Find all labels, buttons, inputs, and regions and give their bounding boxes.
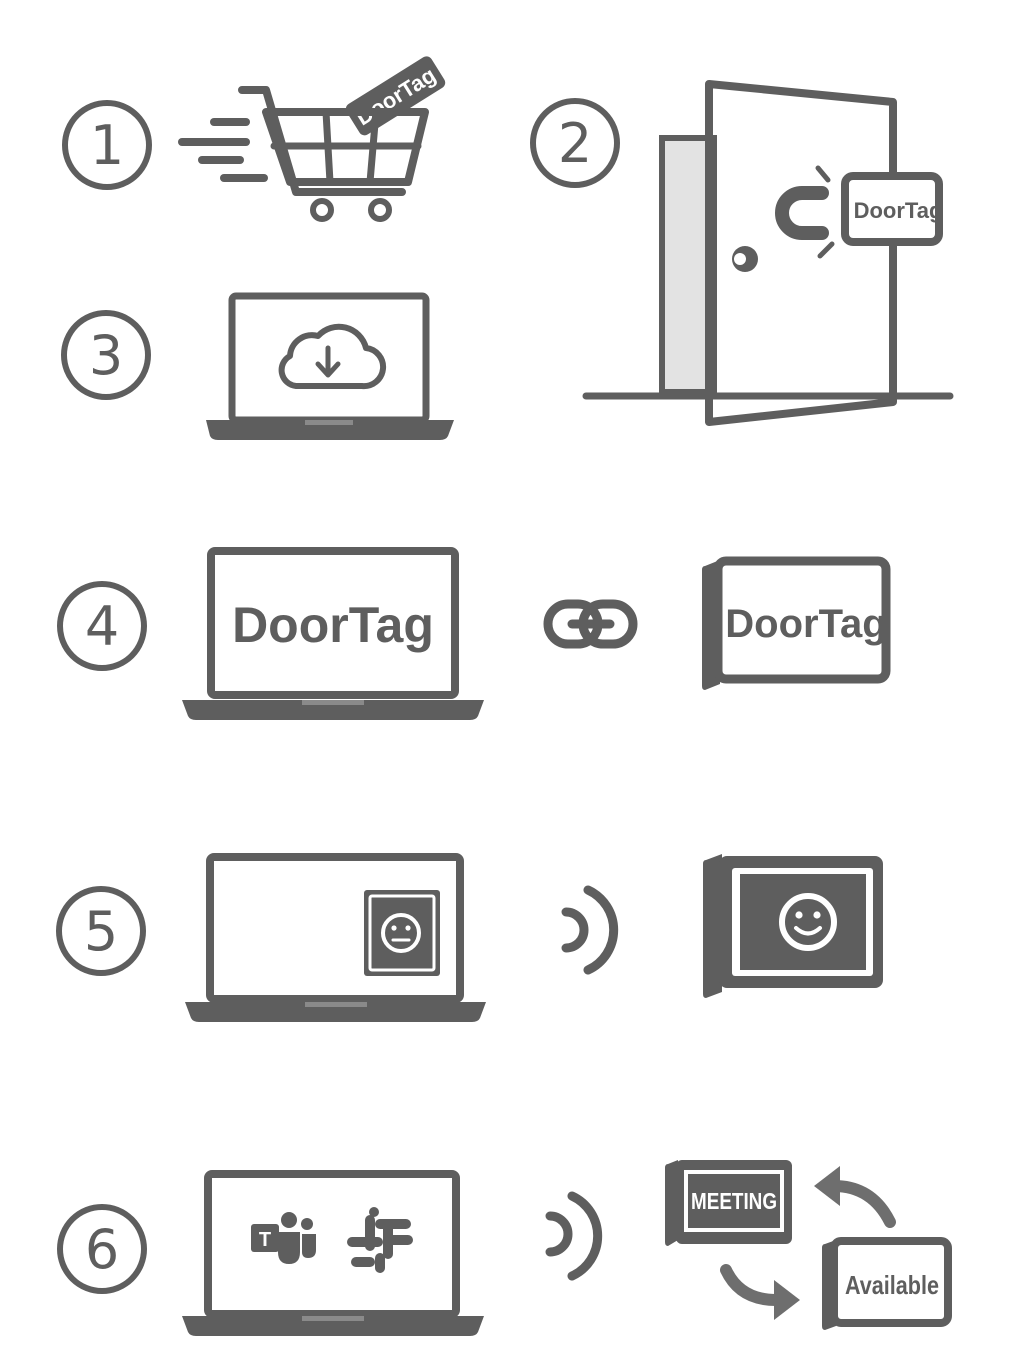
link-icon — [543, 599, 638, 649]
neutral-face-icon — [381, 913, 421, 953]
door-doortag-device — [841, 172, 943, 246]
step-4-circle — [57, 581, 147, 671]
step-4: 4 DoorTag DoorTag — [57, 547, 891, 720]
step-3-circle — [61, 310, 151, 400]
slack-icon — [347, 1207, 413, 1273]
device-doortag-text: DoorTag — [725, 602, 886, 646]
doortag-device-status — [703, 854, 883, 998]
step-6-number: 6 — [85, 1218, 119, 1281]
step-2-number: 2 — [558, 112, 592, 175]
laptop-status-preview — [185, 853, 486, 1022]
meeting-status-device: MEETING — [665, 1160, 792, 1246]
step-1-number: 1 — [90, 114, 124, 177]
available-status-text: Available — [845, 1270, 939, 1300]
step-3: 3 — [61, 292, 454, 440]
doortag-device: DoorTag — [702, 556, 891, 690]
step-4-number: 4 — [85, 595, 119, 658]
shopping-cart-icon: DoorTag — [178, 56, 446, 222]
step-6: 6 T — [57, 1160, 952, 1336]
smile-face-icon — [779, 893, 837, 951]
status-swap: MEETING Available — [665, 1160, 952, 1330]
step-1: 1 DoorTag — [62, 56, 446, 222]
step-3-number: 3 — [89, 324, 123, 387]
step-1-circle — [62, 100, 152, 190]
step-5: 5 — [56, 853, 883, 1022]
laptop-doortag-app: DoorTag — [182, 547, 484, 720]
laptop-cloud-download-icon — [206, 292, 454, 440]
meeting-status-text: MEETING — [691, 1188, 777, 1214]
door-magnet-icon: DoorTag — [582, 80, 954, 426]
step-2: 2 DoorTag — [530, 80, 954, 426]
wireless-signal-icon — [545, 1191, 603, 1281]
step-6-circle — [57, 1204, 147, 1294]
svg-text:T: T — [259, 1229, 271, 1251]
laptop-doortag-text: DoorTag — [232, 597, 434, 653]
curved-arrow-icon — [720, 1264, 800, 1320]
cart-doortag-card: DoorTag — [345, 56, 446, 136]
available-status-device: Available — [822, 1237, 952, 1330]
curved-arrow-icon — [814, 1166, 896, 1228]
step-5-circle — [56, 886, 146, 976]
teams-icon: T — [251, 1212, 316, 1264]
wireless-signal-icon — [561, 885, 619, 975]
step-2-circle — [530, 98, 620, 188]
door-doortag-text: DoorTag — [854, 198, 943, 223]
step-5-number: 5 — [84, 900, 118, 963]
laptop-integrations: T — [182, 1170, 484, 1336]
